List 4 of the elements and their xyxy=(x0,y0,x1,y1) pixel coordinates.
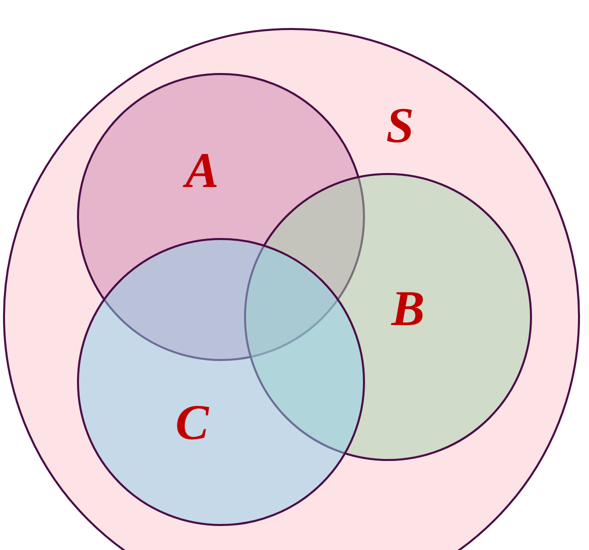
set-label: B xyxy=(391,283,425,333)
set-label: S xyxy=(386,100,414,150)
set-label: C xyxy=(175,397,209,447)
set-label: A xyxy=(185,145,219,195)
